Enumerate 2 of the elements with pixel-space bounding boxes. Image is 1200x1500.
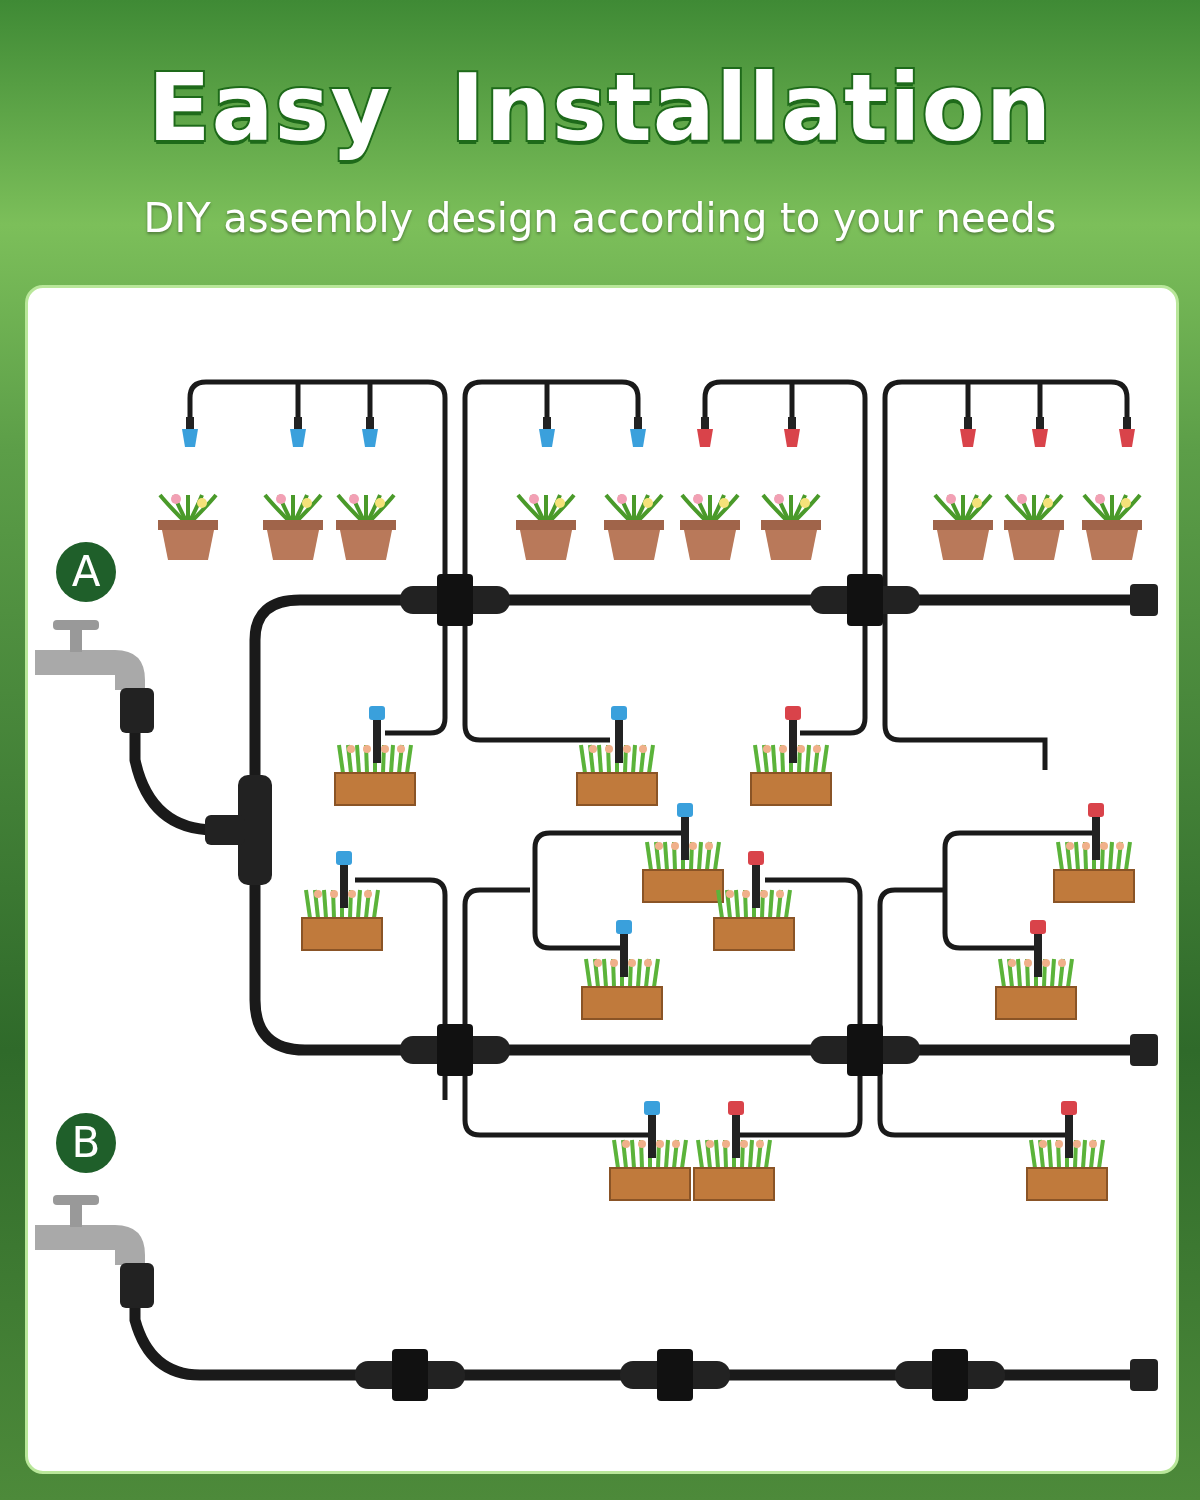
title: Easy Installation <box>146 55 1054 162</box>
subtitle: DIY assembly design according to your needs <box>142 195 1058 241</box>
